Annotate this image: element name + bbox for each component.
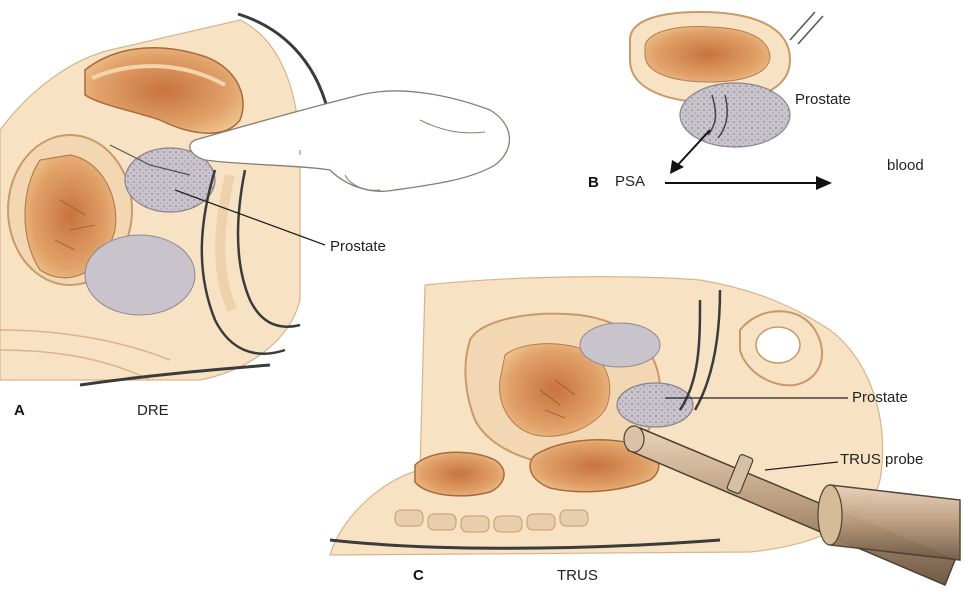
- panel-c-illustration: [330, 277, 960, 585]
- panel-c-letter: C: [413, 567, 424, 584]
- panel-c-caption: TRUS: [557, 567, 598, 584]
- pubic-fat-a: [85, 235, 195, 315]
- panel-a-caption: DRE: [137, 402, 169, 419]
- colon-c: [415, 452, 504, 496]
- panel-a-prostate-label: Prostate: [330, 238, 386, 255]
- prostate-b: [680, 83, 790, 147]
- panel-b-letter: B: [588, 174, 599, 191]
- trus-probe-label: TRUS probe: [840, 451, 923, 468]
- blood-label: blood: [887, 157, 924, 174]
- panel-b-prostate-label: Prostate: [795, 91, 851, 108]
- prostate-c: [617, 383, 693, 427]
- psa-label: PSA: [615, 173, 645, 190]
- panel-c-prostate-label: Prostate: [852, 389, 908, 406]
- panel-a-letter: A: [14, 402, 25, 419]
- pubic-fat-c: [580, 323, 660, 367]
